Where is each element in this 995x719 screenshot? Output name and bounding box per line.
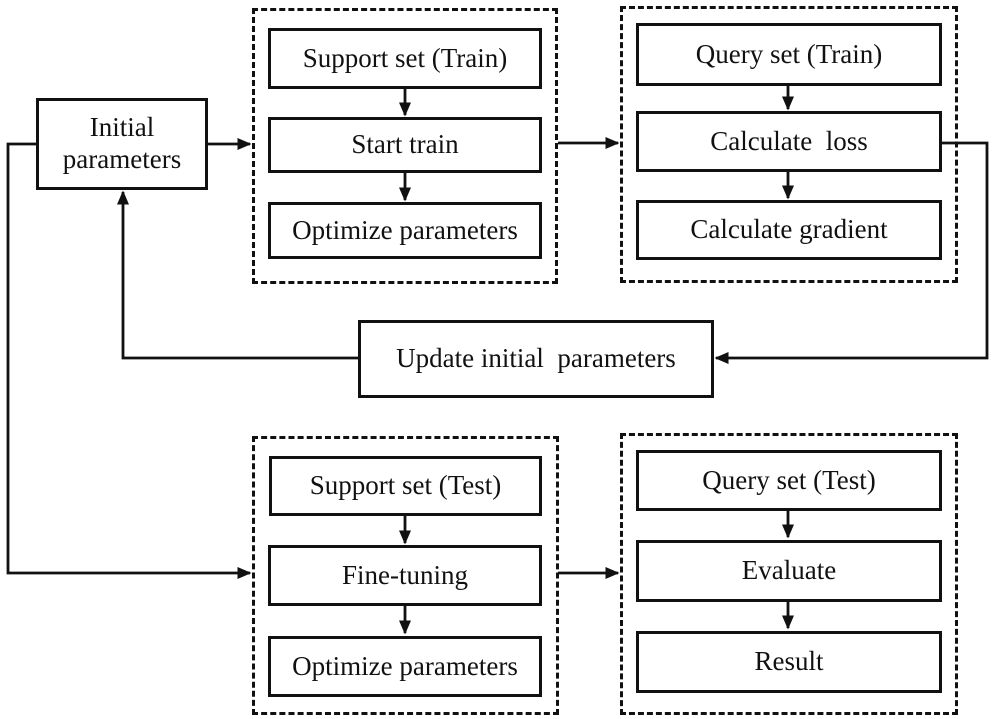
node-calculate-gradient-label: Calculate gradient xyxy=(690,214,888,245)
node-result-label: Result xyxy=(754,646,824,677)
node-query-set-train-label: Query set (Train) xyxy=(695,38,883,69)
connector-initial-parameters-to-fine-tuning xyxy=(6,142,252,579)
node-calculate-loss-label: Calculate loss xyxy=(710,125,868,156)
node-update-initial-parameters: Update initial parameters xyxy=(358,320,714,398)
node-support-set-train-label: Support set (Train) xyxy=(302,42,508,73)
node-query-set-test-label: Query set (Test) xyxy=(702,464,876,495)
node-optimize-parameters-test-label: Optimize parameters xyxy=(292,650,518,681)
node-calculate-loss: Calculate loss xyxy=(636,111,942,172)
node-optimize-parameters-test: Optimize parameters xyxy=(268,636,542,697)
node-fine-tuning-label: Fine-tuning xyxy=(342,559,468,590)
node-support-set-test-label: Support set (Test) xyxy=(309,470,502,501)
test-support-group-frame xyxy=(252,436,559,715)
node-fine-tuning: Fine-tuning xyxy=(268,545,542,606)
node-support-set-test: Support set (Test) xyxy=(269,456,542,516)
node-calculate-gradient: Calculate gradient xyxy=(636,200,942,260)
node-optimize-parameters-train: Optimize parameters xyxy=(268,202,542,259)
node-query-set-train: Query set (Train) xyxy=(636,23,942,86)
node-optimize-parameters-train-label: Optimize parameters xyxy=(292,214,518,245)
node-query-set-test: Query set (Test) xyxy=(636,450,942,511)
node-start-train: Start train xyxy=(268,117,542,173)
node-initial-parameters-label: Initial parameters xyxy=(62,112,182,174)
node-update-initial-parameters-label: Update initial parameters xyxy=(396,343,676,374)
node-start-train-label: Start train xyxy=(351,129,459,160)
node-evaluate: Evaluate xyxy=(636,540,942,602)
node-evaluate-label: Evaluate xyxy=(741,555,837,586)
train-support-group-frame xyxy=(252,8,558,284)
node-support-set-train: Support set (Train) xyxy=(268,28,542,89)
test-query-group-frame xyxy=(620,433,958,715)
node-result: Result xyxy=(636,631,942,693)
node-initial-parameters: Initial parameters xyxy=(36,98,208,190)
